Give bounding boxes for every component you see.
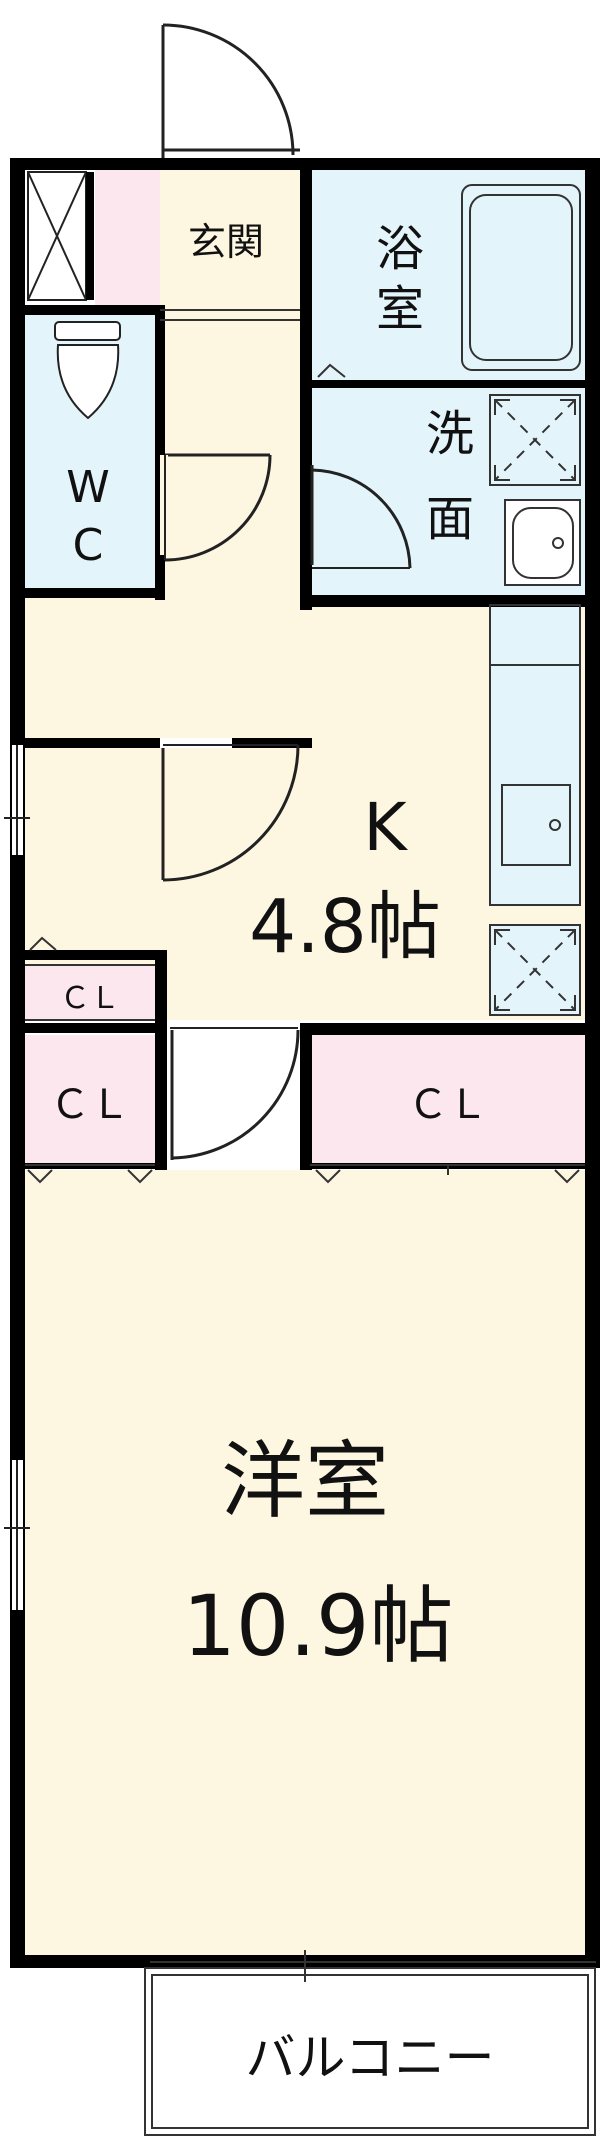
fridge-space-icon <box>489 924 581 1016</box>
kitchen-name: K <box>363 789 408 866</box>
floor-fills <box>25 170 585 1955</box>
bath-step <box>317 363 346 378</box>
shoebox-icon <box>27 171 94 301</box>
sink-icon <box>489 604 581 906</box>
closet-left-label: ＣＬ <box>50 1082 130 1128</box>
western-room-door <box>167 1023 300 1160</box>
washer-space-icon <box>489 394 581 486</box>
balcony-label: バルコニー <box>246 2029 495 2087</box>
thin-lines <box>25 309 585 1166</box>
kitchen-counter <box>490 605 580 905</box>
bathtub-icon <box>461 184 581 371</box>
wc-label-1: W <box>66 462 110 513</box>
closet-small-floor <box>25 965 155 1020</box>
closet-door-markers <box>27 1165 580 1184</box>
closet-right-label: ＣＬ <box>408 1082 488 1128</box>
kitchen-door <box>160 738 300 882</box>
washroom-label-1: 洗 <box>426 406 474 462</box>
wc-label-2: C <box>73 520 104 571</box>
bathroom-label-1: 浴 <box>376 221 424 277</box>
shoebox-area <box>95 170 160 305</box>
western-room-floor <box>25 1170 585 1955</box>
toilet-icon <box>54 321 121 420</box>
washroom-door <box>310 465 412 569</box>
genkan-label: 玄関 <box>188 220 264 264</box>
entrance-door <box>161 23 300 162</box>
western-room-size: 10.9帖 <box>182 1577 453 1675</box>
washroom-label-2: 面 <box>426 491 474 547</box>
wc-door <box>160 453 272 562</box>
western-room-name: 洋室 <box>221 1432 389 1530</box>
bathroom-label-2: 室 <box>376 281 424 337</box>
closet-left-floor <box>25 1035 155 1165</box>
balcony <box>144 1950 596 2136</box>
closet-small-marker <box>29 936 57 951</box>
labels: 玄関 浴 室 洗 面 W C K 4.8帖 ＣＬ ＣＬ ＣＬ 洋室 10.9帖 … <box>50 220 495 2087</box>
entrance-floor <box>160 170 300 310</box>
closet-small-label: ＣＬ <box>60 981 120 1016</box>
left-windows <box>4 745 30 1610</box>
kitchen-size: 4.8帖 <box>249 884 441 970</box>
closet-right-floor <box>310 1035 585 1165</box>
wash-basin-icon <box>504 499 581 586</box>
